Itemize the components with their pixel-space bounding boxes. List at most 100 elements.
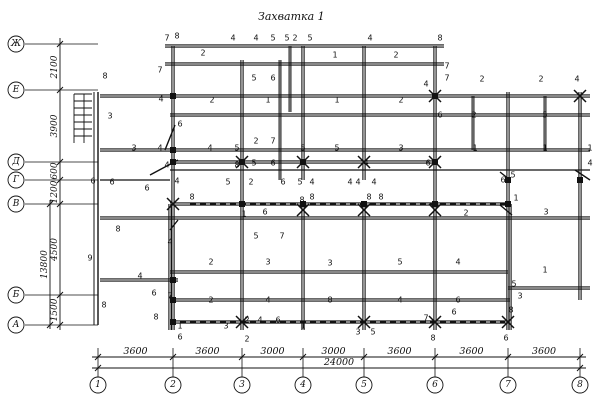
node-joint [432, 159, 438, 165]
dimension-value: 4500 [50, 238, 60, 262]
grid-axis-y-label: Ж [10, 39, 22, 49]
element-number-label: 8 [309, 193, 314, 202]
element-number-label: 4 [363, 159, 368, 168]
grid-axis-x-bubble [355, 376, 373, 394]
grid-axis-y-label: Д [11, 157, 20, 167]
dimension-tick [56, 158, 64, 166]
element-number-label: 4 [574, 75, 579, 84]
element-number-label: 8 [102, 72, 107, 81]
element-number-label: 3 [131, 144, 136, 153]
element-number-label: 4 [164, 161, 169, 170]
grid-axis-y-bubble [7, 81, 25, 99]
element-number-label: 4 [137, 272, 142, 281]
element-number-label: 1 [300, 322, 305, 331]
diagonal-brace [574, 169, 591, 181]
node-joint [170, 93, 176, 99]
node-joint [170, 277, 176, 283]
element-number-label: 5 [270, 34, 275, 43]
element-number-label: 4 [167, 238, 172, 247]
grid-axis-y-bubble [7, 171, 25, 189]
grid-axis-x-bubble [164, 376, 182, 394]
element-number-label: 6 [177, 333, 182, 342]
element-number-label: 7 [270, 137, 275, 146]
element-number-label: 2 [393, 51, 398, 60]
element-number-label: 8 [174, 32, 179, 41]
grid-axis-x-label: 7 [505, 380, 511, 390]
element-number-label: 2 [244, 335, 249, 344]
dimension-tick [576, 353, 584, 361]
node-cross-brace [357, 315, 371, 329]
dimension-tick [56, 200, 64, 208]
element-number-label: 5 [300, 144, 305, 153]
element-number-label: 7 [423, 314, 428, 323]
dimension-value: 2100 [50, 55, 60, 79]
node-joint [577, 177, 583, 183]
dimension-total: 13800 [40, 250, 50, 279]
dimension-tick [46, 200, 54, 208]
element-number-label: 2 [244, 316, 249, 325]
element-number-label: 8 [437, 34, 442, 43]
grid-axis-x-label: 5 [361, 380, 367, 390]
element-number-label: 6 [270, 159, 275, 168]
grid-axis-x-bubble [499, 376, 517, 394]
element-number-label: 4 [587, 159, 592, 168]
dimension-tick [94, 364, 102, 372]
grid-axis-x-bubble [294, 376, 312, 394]
dimension-value: 3000 [321, 346, 345, 357]
element-number-label: 2 [209, 96, 214, 105]
dimension-tick [56, 291, 64, 299]
structure-layer [73, 44, 591, 330]
element-number-label: 4 [355, 178, 360, 187]
element-number-label: 5 [251, 74, 256, 83]
element-number-label: 8 [430, 334, 435, 343]
dimension-value: 3600 [459, 346, 483, 357]
dimension-tick [169, 353, 177, 361]
dimension-tick [94, 353, 102, 361]
element-number-label: 1 [542, 144, 547, 153]
dimension-tick [576, 364, 584, 372]
element-number-label: 4 [158, 95, 163, 104]
element-number-label: 1 [542, 266, 547, 275]
element-number-label: 1 [587, 144, 592, 153]
element-number-label: 7 [444, 62, 449, 71]
diagonal-brace [499, 204, 513, 216]
element-number-label: 2 [463, 209, 468, 218]
dimension-tick [56, 176, 64, 184]
element-number-label: 3 [327, 259, 332, 268]
element-number-label: 8 [101, 301, 106, 310]
dimension-value: 3600 [123, 346, 147, 357]
element-number-label: 2 [471, 111, 476, 120]
element-number-label: 8 [508, 306, 513, 315]
element-number-label: 7 [279, 232, 284, 241]
element-number-label: 7 [167, 292, 172, 301]
grid-axis-y-label: Г [12, 175, 20, 185]
element-number-label: 5 [370, 328, 375, 337]
element-number-label: 8 [153, 313, 158, 322]
dimension-value: 3000 [260, 346, 284, 357]
element-number-label: 2 [253, 137, 258, 146]
element-number-label: 4 [371, 178, 376, 187]
element-number-label: 3 [355, 328, 360, 337]
element-number-label: 5 [234, 144, 239, 153]
element-number-label: 3 [223, 322, 228, 331]
element-number-label: 6 [280, 178, 285, 187]
grid-axis-y-bubble [7, 35, 25, 53]
grid-axis-x-bubble [233, 376, 251, 394]
grid-axis-x-bubble [571, 376, 589, 394]
node-joint [432, 93, 438, 99]
diagonal-brace [164, 124, 176, 151]
element-number-label: 2 [200, 49, 205, 58]
element-number-label: 6 [503, 334, 508, 343]
grid-axis-y-label: А [12, 320, 20, 330]
element-number-label: 6 [109, 178, 114, 187]
dimension-value: 1500 [50, 298, 60, 321]
node-joint [505, 201, 511, 207]
element-number-label: 4 [157, 144, 162, 153]
grid-axis-x-label: 2 [169, 380, 176, 390]
element-number-label: 8 [234, 161, 239, 170]
element-number-label: 8 [189, 193, 194, 202]
element-number-label: 6 [262, 208, 267, 217]
node-joint [170, 147, 176, 153]
element-number-label: 6 [437, 111, 442, 120]
